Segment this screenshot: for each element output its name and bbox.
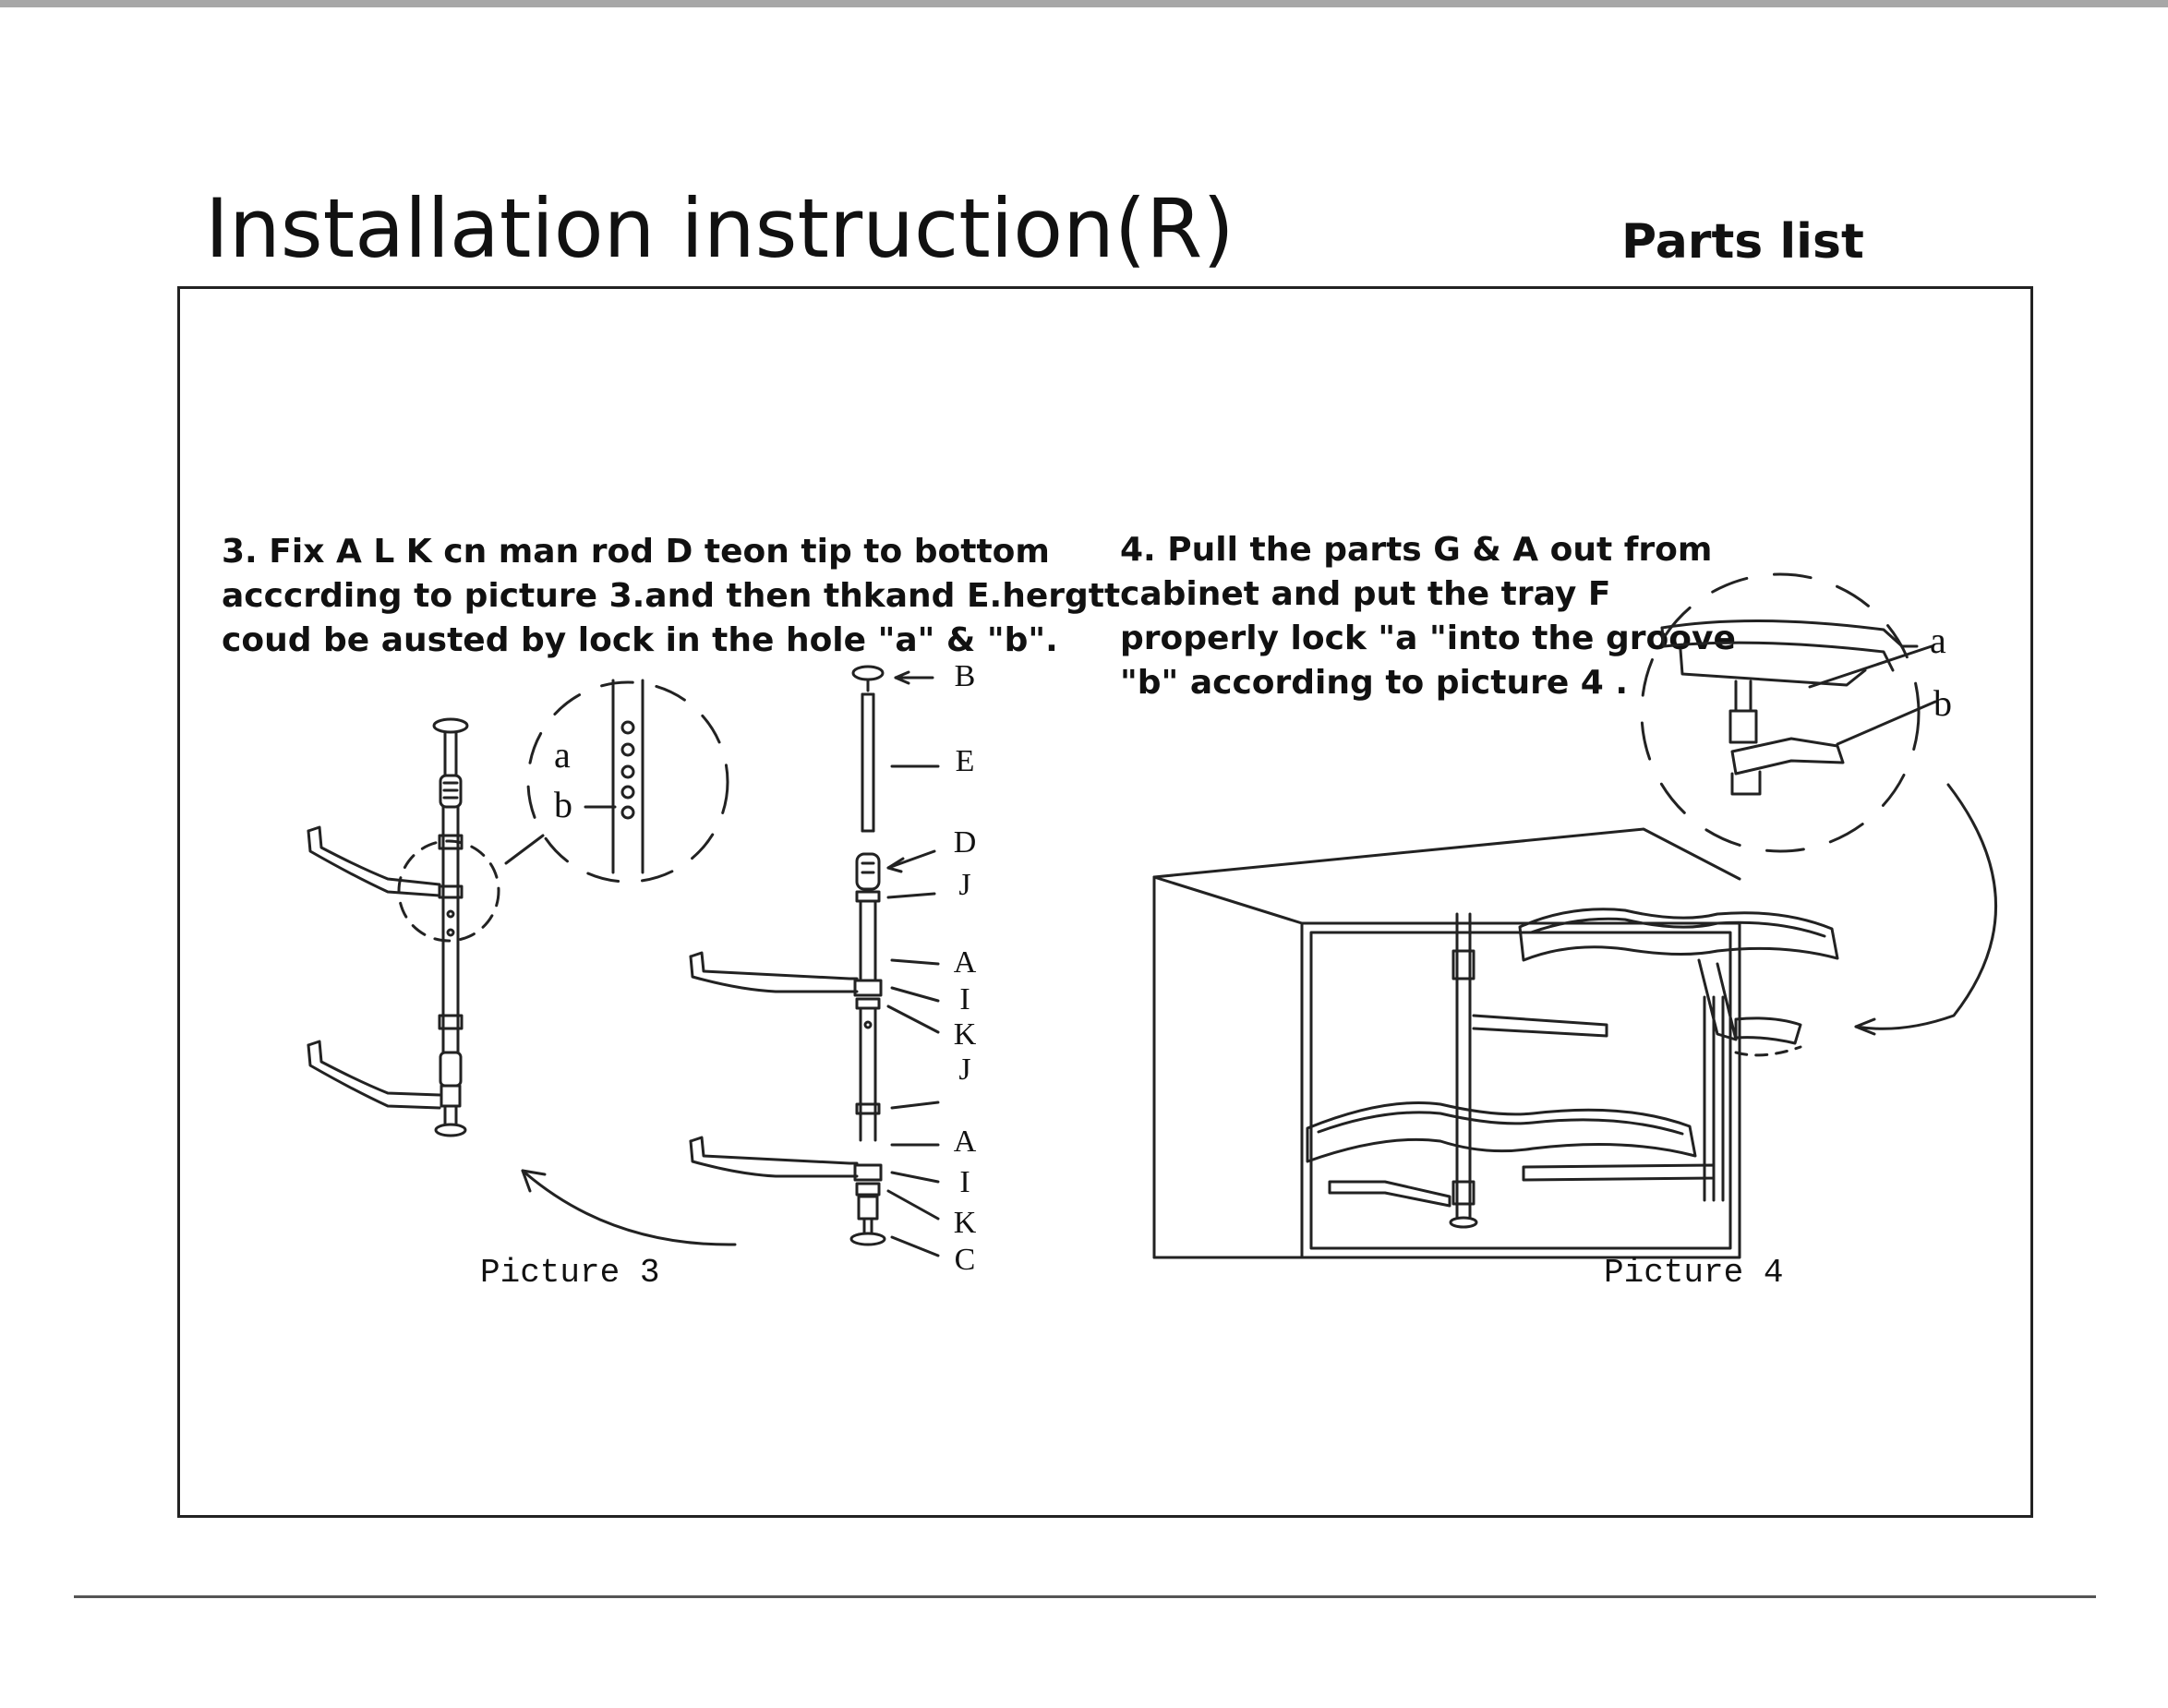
part-label-C: C [954, 1243, 976, 1277]
picture-4-caption: Picture 4 [1604, 1254, 1784, 1292]
page-title: Installation instruction(R) [205, 181, 1235, 276]
picture-4-lock-callout [1640, 572, 1937, 853]
part-label-E: E [955, 744, 975, 778]
part-label-A-2: A [953, 1125, 977, 1159]
step-4-line-4: "b" according to picture 4 . [1120, 664, 1629, 702]
step-4-line-2: cabinet and put the tray F [1120, 575, 1611, 613]
part-label-J-1: J [958, 868, 971, 902]
picture-3-hole-callout [526, 679, 729, 884]
picture-4-label-a: a [1930, 619, 1946, 661]
part-label-D: D [953, 825, 977, 860]
part-label-A-1: A [953, 945, 977, 980]
picture-3-label-b: b [554, 784, 572, 825]
picture-3-exploded-pole [689, 665, 940, 1257]
step-3-line-1: 3. Fix A L K cn man rod D teon tip to bo… [222, 533, 1050, 571]
step-4-text: 4. Pull the parts G & A out from cabinet… [1120, 528, 1736, 705]
step-3-line-3: coud be austed by lock in the hole "a" &… [222, 621, 1058, 659]
part-label-K-1: K [953, 1017, 977, 1052]
step-3-text: 3. Fix A L K cn man rod D teon tip to bo… [222, 530, 1120, 663]
picture-4-label-b: b [1933, 682, 1952, 724]
picture-3-assembled-pole [307, 717, 737, 1246]
top-scan-bar [0, 0, 2168, 7]
parts-list-heading: Parts list [1621, 214, 1864, 270]
part-label-K-2: K [953, 1206, 977, 1240]
bottom-rule [74, 1595, 2096, 1598]
step-4-line-3: properly lock "a "into the groove [1120, 619, 1736, 657]
picture-3-caption: Picture 3 [480, 1254, 660, 1292]
part-label-I-1: I [959, 982, 970, 1016]
picture-4-cabinet [1152, 783, 1997, 1259]
picture-3-label-a: a [554, 734, 571, 776]
step-4-line-1: 4. Pull the parts G & A out from [1120, 531, 1713, 569]
part-label-J-2: J [958, 1052, 971, 1087]
part-label-B: B [954, 659, 976, 693]
part-label-I-2: I [959, 1165, 970, 1199]
step-3-line-2: acccrding to picture 3.and then thkand E… [222, 577, 1121, 615]
instruction-frame [177, 286, 2033, 1518]
